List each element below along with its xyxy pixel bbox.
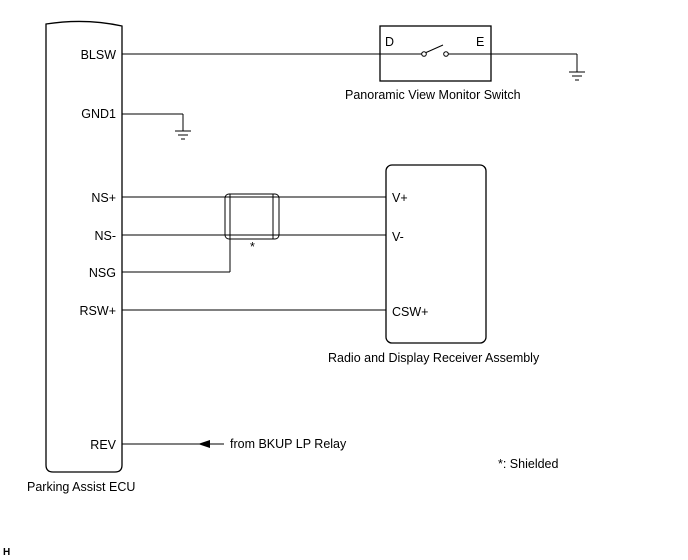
switch-pin-e: E xyxy=(476,35,484,49)
arrow-left-icon xyxy=(198,440,210,448)
receiver-label: Radio and Display Receiver Assembly xyxy=(328,351,540,365)
ground-symbol-left xyxy=(175,130,191,140)
pin-label-ns-plus: NS+ xyxy=(91,191,116,205)
receiver-pin-v-minus: V- xyxy=(392,230,404,244)
pin-label-rev: REV xyxy=(90,438,116,452)
ground-symbol-right xyxy=(569,71,585,81)
pin-label-rsw-plus: RSW+ xyxy=(80,304,116,318)
corner-code: H xyxy=(3,547,10,558)
pin-label-blsw: BLSW xyxy=(81,48,117,62)
shield-marker: * xyxy=(250,240,255,254)
shield-symbol xyxy=(224,193,280,240)
receiver-pin-v-plus: V+ xyxy=(392,191,408,205)
shield-note: *: Shielded xyxy=(498,457,559,471)
switch-label: Panoramic View Monitor Switch xyxy=(345,88,521,102)
radio-display-receiver-box xyxy=(385,164,487,344)
switch-pin-d: D xyxy=(385,35,394,49)
pin-label-gnd1: GND1 xyxy=(81,107,116,121)
parking-assist-ecu-box xyxy=(45,20,123,473)
pin-label-nsg: NSG xyxy=(89,266,116,280)
ecu-label: Parking Assist ECU xyxy=(27,480,135,494)
pin-label-ns-minus: NS- xyxy=(94,229,116,243)
input-source-label: from BKUP LP Relay xyxy=(230,437,347,451)
switch-contact-icon xyxy=(380,44,491,57)
receiver-pin-csw-plus: CSW+ xyxy=(392,305,428,319)
